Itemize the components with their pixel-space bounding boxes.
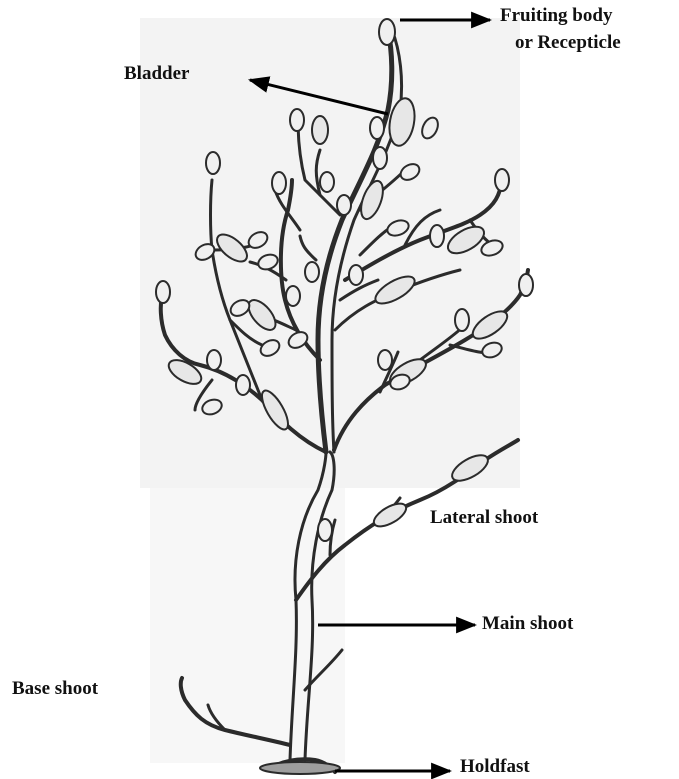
receptacle-top xyxy=(379,19,395,45)
label-fruiting-body: Fruiting body xyxy=(500,5,612,27)
drawing-background-lower xyxy=(150,488,345,763)
label-base-shoot: Base shoot xyxy=(12,678,98,700)
label-receptacle: or Recepticle xyxy=(515,32,621,54)
label-bladder: Bladder xyxy=(124,63,189,85)
holdfast-disc xyxy=(260,762,340,774)
label-main-shoot: Main shoot xyxy=(482,613,573,635)
label-holdfast: Holdfast xyxy=(460,756,530,778)
label-lateral-shoot: Lateral shoot xyxy=(430,507,538,529)
